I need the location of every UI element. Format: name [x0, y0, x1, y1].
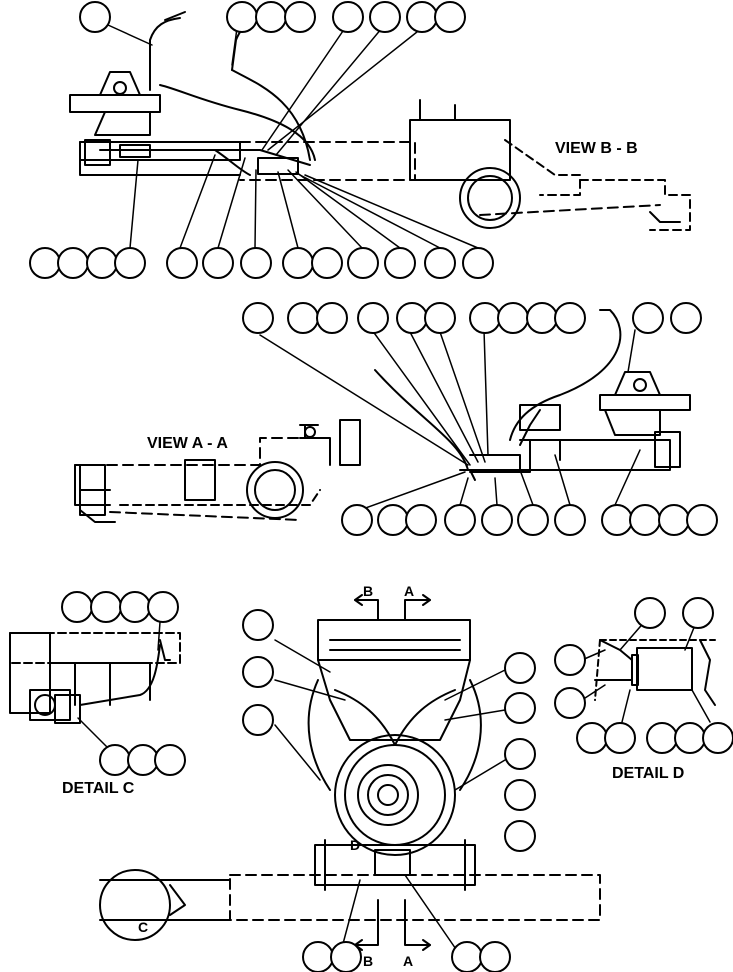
callout-circle — [127, 744, 159, 776]
callout-circle — [444, 504, 476, 536]
callout-circle — [369, 1, 401, 33]
callout-circle — [504, 652, 536, 684]
callout-circle — [702, 722, 733, 754]
callout-circle — [604, 722, 636, 754]
callout-circle — [469, 302, 501, 334]
callout-circle — [114, 247, 146, 279]
callout-circle — [166, 247, 198, 279]
callout-circle — [434, 1, 466, 33]
view-bb-leaders — [107, 24, 479, 249]
callout-circles — [29, 1, 733, 972]
section-arrow-b-bottom: B — [363, 953, 373, 969]
callout-circle — [255, 1, 287, 33]
callout-circle — [576, 722, 608, 754]
callout-circle — [396, 302, 428, 334]
callout-circle — [384, 247, 416, 279]
callout-circle — [634, 597, 666, 629]
callout-circle — [284, 1, 316, 33]
detail-c-drawing — [9, 632, 181, 724]
callout-circle — [282, 247, 314, 279]
callout-circle — [147, 591, 179, 623]
callout-circle — [670, 302, 702, 334]
callout-circle — [86, 247, 118, 279]
front-view-engine — [99, 594, 601, 951]
view-bb-drawing — [69, 11, 691, 231]
callout-circle — [242, 609, 274, 641]
callout-circle — [601, 504, 633, 536]
section-arrow-a-bottom: A — [403, 953, 413, 969]
callout-circle — [504, 692, 536, 724]
callout-circle — [686, 504, 718, 536]
callout-circle — [357, 302, 389, 334]
callout-circle — [481, 504, 513, 536]
callout-circle — [226, 1, 258, 33]
callout-circle — [504, 738, 536, 770]
callout-circle — [658, 504, 690, 536]
callout-circle — [646, 722, 678, 754]
detail-c-label: DETAIL C — [62, 780, 135, 797]
callout-circle — [424, 302, 456, 334]
detail-c-marker: C — [138, 919, 148, 935]
callout-circle — [629, 504, 661, 536]
view-aa-label: VIEW A - A — [147, 435, 228, 452]
callout-circle — [405, 504, 437, 536]
callout-circle — [330, 941, 362, 972]
callout-circle — [332, 1, 364, 33]
front-view-leaders — [274, 639, 506, 956]
callout-circle — [479, 941, 511, 972]
view-bb-label: VIEW B - B — [555, 140, 638, 157]
callout-circle — [119, 591, 151, 623]
callout-circle — [504, 820, 536, 852]
callout-circle — [347, 247, 379, 279]
callout-circle — [341, 504, 373, 536]
callout-circle — [57, 247, 89, 279]
section-arrow-b-top: B — [363, 583, 373, 599]
callout-circle — [526, 302, 558, 334]
detail-d-drawing — [594, 639, 716, 706]
callout-circle — [29, 247, 61, 279]
callout-circle — [632, 302, 664, 334]
callout-circle — [554, 504, 586, 536]
callout-circle — [554, 644, 586, 676]
callout-circle — [242, 302, 274, 334]
callout-circle — [554, 302, 586, 334]
callout-circle — [316, 302, 348, 334]
detail-d-leaders — [581, 619, 711, 723]
callout-circle — [462, 247, 494, 279]
callout-circle — [79, 1, 111, 33]
callout-circle — [517, 504, 549, 536]
callout-circle — [451, 941, 483, 972]
callout-circle — [242, 656, 274, 688]
callout-circle — [504, 779, 536, 811]
callout-circle — [377, 504, 409, 536]
callout-circle — [424, 247, 456, 279]
callout-circle — [90, 591, 122, 623]
view-aa-drawing — [74, 309, 691, 523]
section-arrow-a-top: A — [404, 583, 414, 599]
view-aa-leaders — [259, 329, 641, 511]
callout-circle — [497, 302, 529, 334]
callout-circle — [242, 704, 274, 736]
callout-circle — [674, 722, 706, 754]
callout-circle — [302, 941, 334, 972]
callout-circle — [406, 1, 438, 33]
callout-circle — [554, 687, 586, 719]
callout-circle — [240, 247, 272, 279]
callout-circle — [61, 591, 93, 623]
callout-circle — [287, 302, 319, 334]
callout-circle — [154, 744, 186, 776]
callout-circle — [99, 744, 131, 776]
callout-circle — [311, 247, 343, 279]
detail-d-marker: D — [350, 837, 360, 853]
detail-d-label: DETAIL D — [612, 765, 684, 782]
callout-circle — [202, 247, 234, 279]
callout-circle — [682, 597, 714, 629]
